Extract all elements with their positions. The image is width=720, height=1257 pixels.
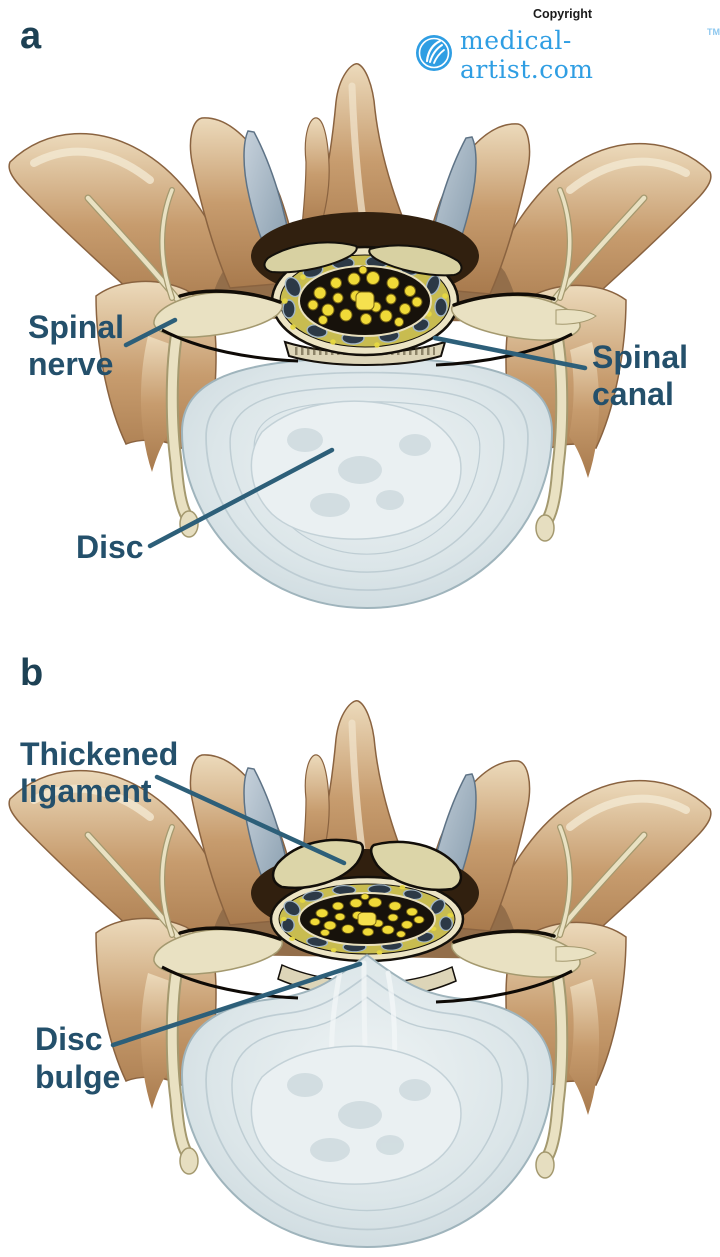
intervertebral-disc-a [180, 356, 554, 610]
panel-a-normal-anatomy: a Spinal nerve Spinal canal Disc [0, 0, 720, 620]
spinal-canal-label-line2: canal [592, 376, 674, 412]
spinal-nerve-label-line1: Spinal [28, 309, 124, 345]
disc-label: Disc [76, 529, 144, 565]
spinal-canal-b [269, 875, 465, 963]
vertebra-illustration-a [9, 64, 711, 610]
panel-b-pathology: b Thickened ligament Disc bulge [0, 637, 720, 1257]
vertebra-illustration-b [9, 701, 711, 1249]
panel-a-letter: a [20, 15, 42, 57]
disc-bulge-label-line1: Disc [35, 1021, 103, 1057]
panel-b-letter: b [20, 652, 43, 694]
thickened-ligamentum-flavum [271, 838, 463, 892]
spinal-canal-leader-line [432, 335, 588, 371]
trademark-symbol: TM [707, 27, 720, 37]
spinal-nerve-leader-line [123, 317, 178, 348]
thickened-ligament-label-line2: ligament [20, 773, 152, 809]
medical-artist-logo-text[interactable]: medical-artist.com [460, 26, 594, 84]
thickened-ligament-leader-line [154, 774, 347, 866]
disc-leader-line [147, 447, 335, 549]
ligamentum-flavum-a [263, 241, 463, 277]
annotations-b: Thickened ligament Disc bulge [20, 736, 363, 1095]
spinal-nerve-label-line2: nerve [28, 346, 113, 382]
disc-bulge-label-line2: bulge [35, 1059, 120, 1095]
intervertebral-disc-b [180, 953, 554, 1249]
spinal-canal-a [270, 245, 460, 357]
spinal-canal-label-line1: Spinal [592, 339, 688, 375]
annotations-a: Spinal nerve Spinal canal Disc [28, 309, 688, 565]
disc-bulge-leader-line [110, 961, 363, 1048]
thickened-ligament-label-line1: Thickened [20, 736, 178, 772]
medical-artist-logo[interactable]: medical-artist.com TM [414, 26, 720, 84]
medical-artist-logo-icon [414, 33, 454, 78]
copyright-text: Copyright [533, 7, 593, 21]
